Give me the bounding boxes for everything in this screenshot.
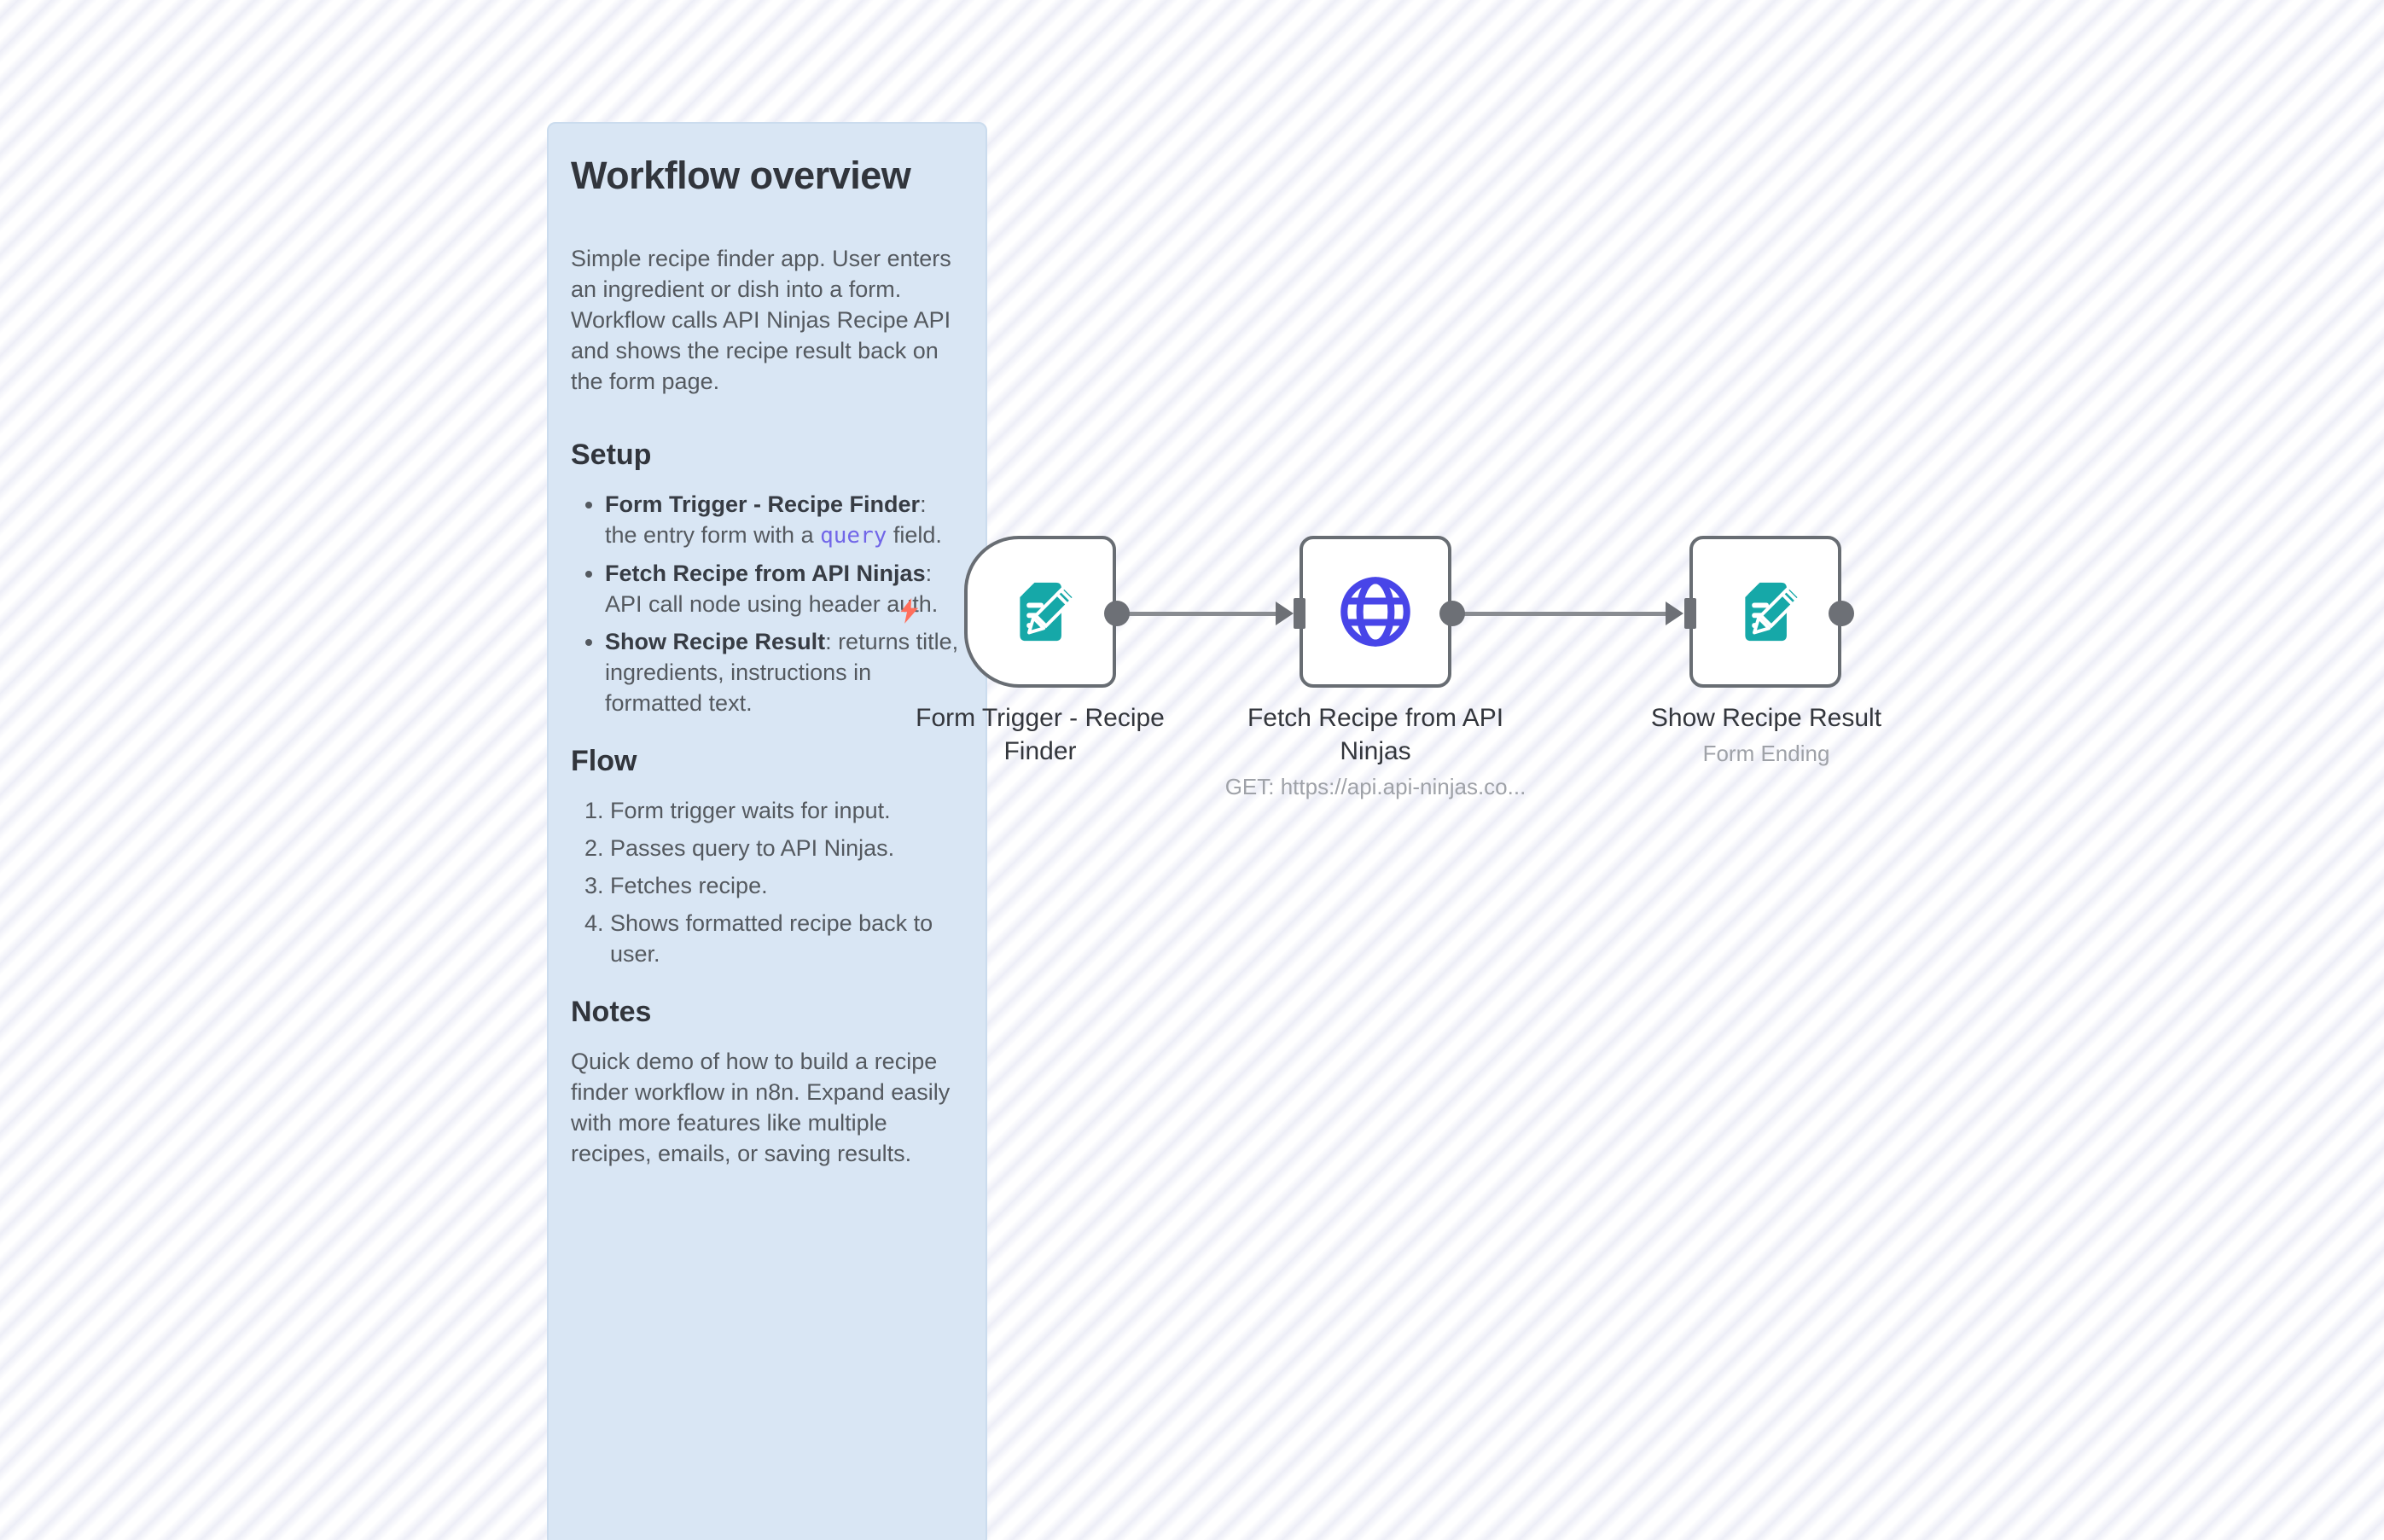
setup-item-bold: Show Recipe Result [605, 629, 826, 654]
setup-item-text: field. [887, 522, 942, 548]
output-port[interactable] [1829, 601, 1854, 626]
connection-arrow-icon [1276, 601, 1294, 625]
sticky-heading-setup: Setup [571, 439, 652, 471]
output-port[interactable] [1104, 601, 1130, 626]
node-label-http-request: Fetch Recipe from API Ninjas GET: https:… [1196, 701, 1555, 801]
form-pencil-icon [1745, 582, 1801, 642]
flow-item-text: Passes query to API Ninjas. [610, 835, 895, 861]
inline-code: query [820, 523, 887, 549]
flow-item-text: Form trigger waits for input. [610, 798, 891, 823]
input-port[interactable] [1684, 598, 1696, 629]
flow-item-text: Fetches recipe. [610, 873, 768, 898]
form-pencil-icon [1020, 582, 1076, 642]
sticky-intro: Simple recipe finder app. User enters an… [571, 246, 951, 394]
node-subtitle: GET: https://api.api-ninjas.co... [1224, 774, 1526, 799]
node-name[interactable]: Fetch Recipe from API Ninjas [1247, 704, 1504, 765]
setup-item-bold: Fetch Recipe from API Ninjas [605, 561, 926, 586]
setup-item-text: : returns title, ingredients, instructio… [605, 629, 959, 716]
lightning-bolt-icon [900, 598, 919, 624]
sticky-title: Workflow overview [571, 154, 911, 197]
sticky-heading-flow: Flow [571, 745, 637, 777]
node-http-request[interactable] [1300, 536, 1451, 688]
connection-line[interactable] [1119, 612, 1277, 616]
setup-item-bold: Form Trigger - Recipe Finder [605, 491, 921, 517]
output-port[interactable] [1439, 601, 1465, 626]
node-subtitle: Form Ending [1702, 741, 1830, 766]
connection-line[interactable] [1454, 612, 1667, 616]
node-name[interactable]: Form Trigger - Recipe Finder [916, 704, 1165, 765]
list-item: Passes query to API Ninjas. [610, 833, 963, 863]
list-item: Form Trigger - Recipe Finder: the entry … [605, 489, 963, 551]
node-label-show-recipe-result: Show Recipe Result Form Ending [1587, 701, 1945, 768]
sticky-notes-text: Quick demo of how to build a recipe find… [571, 1049, 951, 1166]
list-item: Shows formatted recipe back to user. [610, 908, 963, 969]
node-name[interactable]: Show Recipe Result [1650, 704, 1882, 732]
setup-item-text: : the entry form with a [605, 491, 927, 548]
connection-arrow-icon [1666, 601, 1683, 625]
globe-icon [1340, 577, 1410, 647]
list-item: Fetch Recipe from API Ninjas: API call n… [605, 558, 963, 619]
flow-list: Form trigger waits for input. Passes que… [571, 795, 963, 969]
node-show-recipe-result[interactable] [1689, 536, 1841, 688]
list-item: Form trigger waits for input. [610, 795, 963, 826]
input-port[interactable] [1294, 598, 1305, 629]
flow-item-text: Shows formatted recipe back to user. [610, 910, 933, 967]
node-form-trigger[interactable] [964, 536, 1116, 688]
sticky-note[interactable]: Workflow overview Simple recipe finder a… [547, 122, 987, 1540]
sticky-heading-notes: Notes [571, 996, 652, 1028]
list-item: Fetches recipe. [610, 870, 963, 901]
setup-list: Form Trigger - Recipe Finder: the entry … [571, 489, 963, 718]
setup-item-text: : API call node using header auth. [605, 561, 939, 617]
list-item: Show Recipe Result: returns title, ingre… [605, 626, 963, 718]
node-label-form-trigger: Form Trigger - Recipe Finder [861, 701, 1219, 768]
